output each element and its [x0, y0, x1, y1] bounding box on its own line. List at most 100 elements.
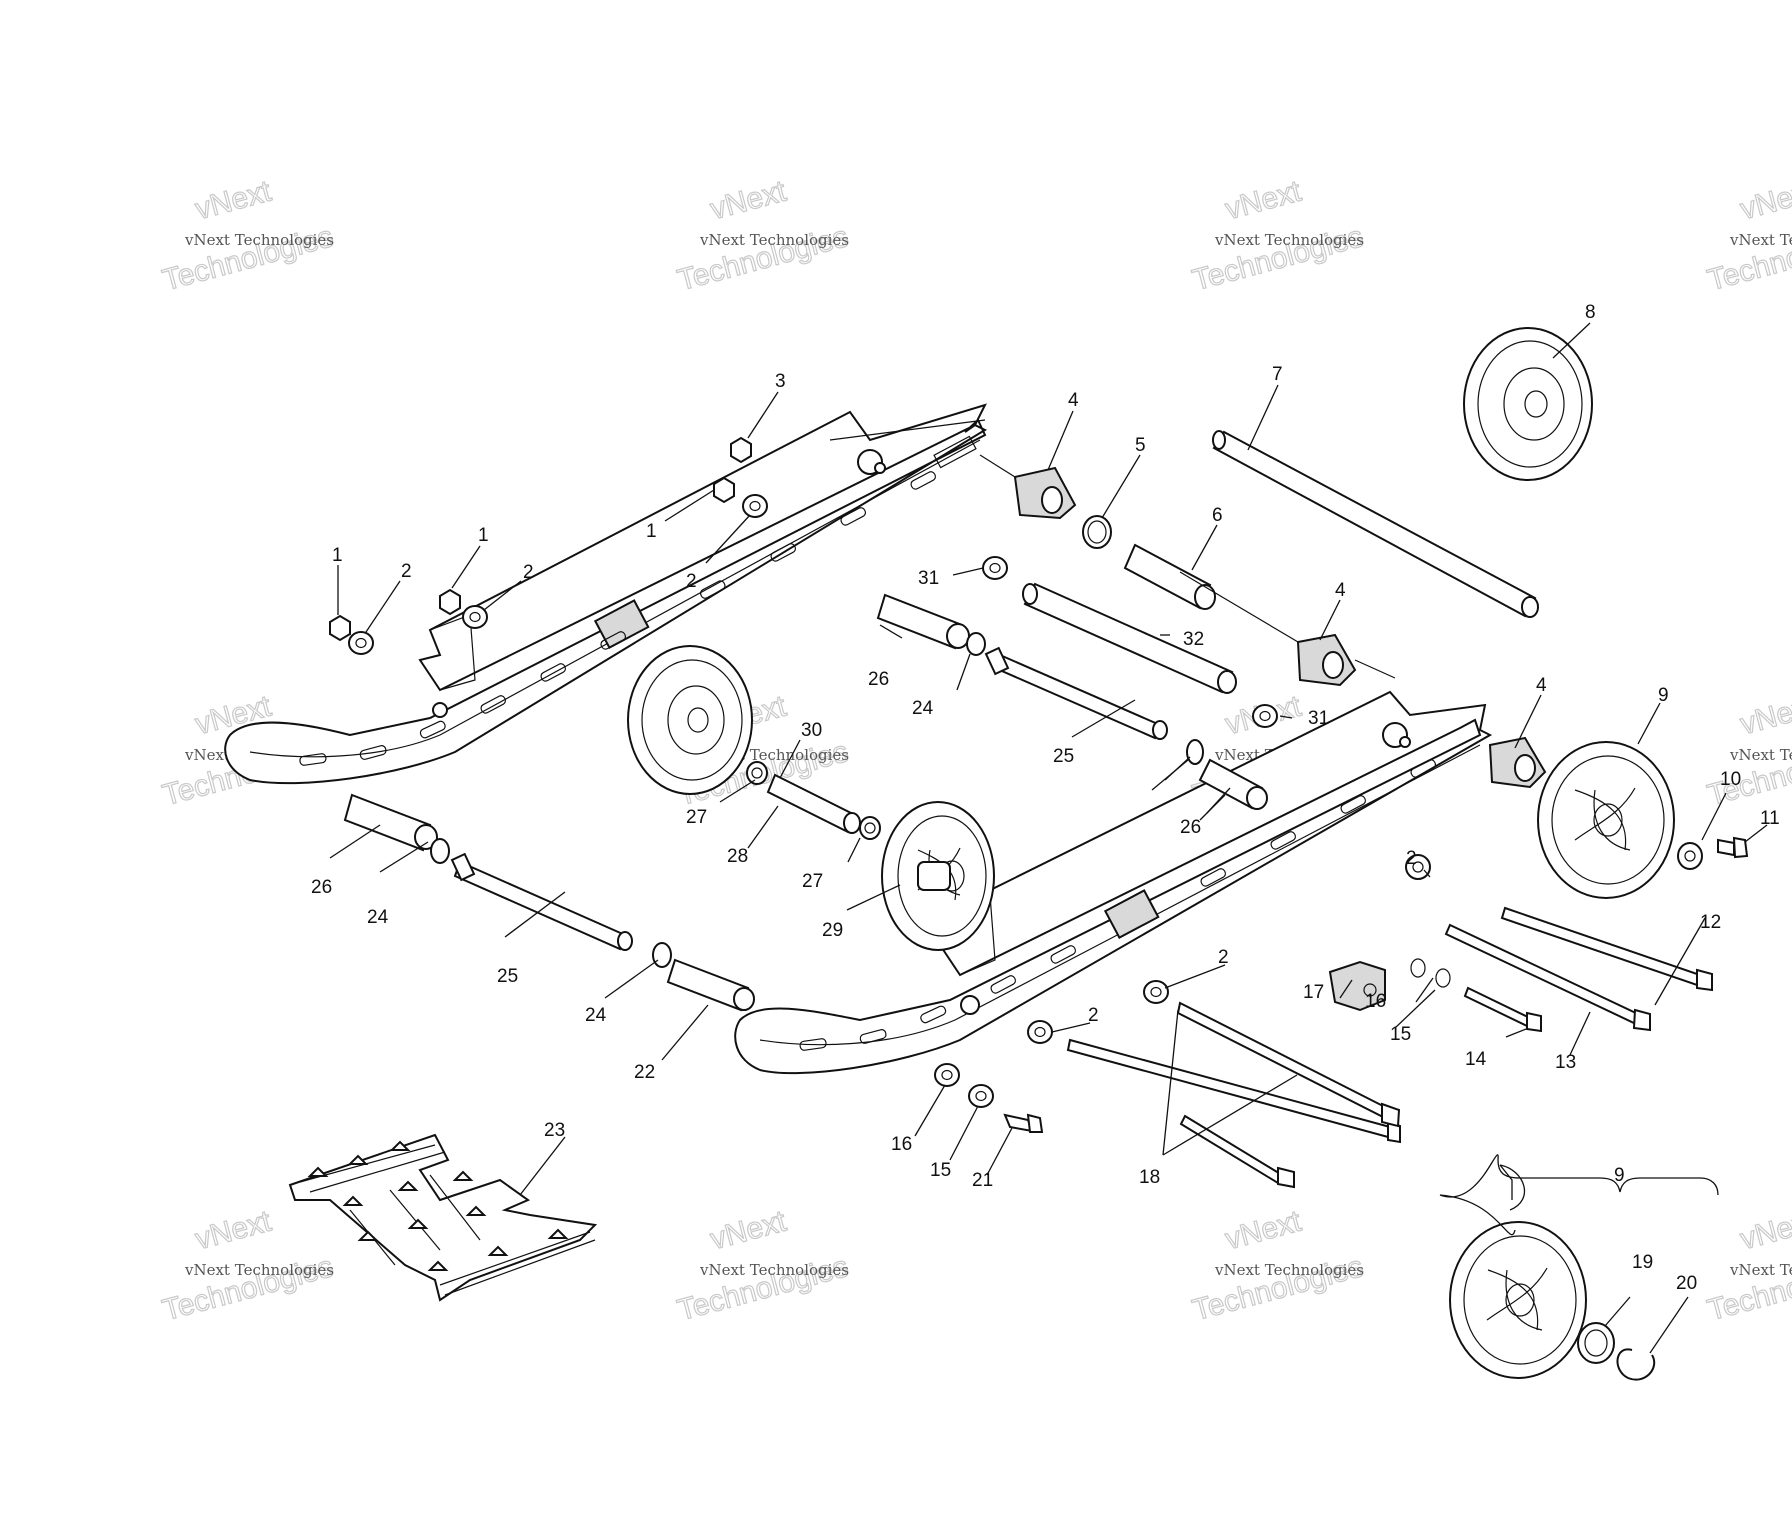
wear-strip: [288, 1133, 598, 1302]
callout-label: 4: [1068, 390, 1079, 411]
callout-label: 25: [497, 966, 518, 987]
spacer: [343, 793, 450, 864]
callout-label: 7: [1272, 364, 1283, 385]
watermark: vNext Technologies: [1704, 174, 1792, 298]
hex-nut: [713, 476, 735, 504]
callout-label: 9: [1658, 685, 1669, 706]
washer: [1143, 980, 1169, 1004]
rail-slots: [299, 471, 937, 766]
callout-label: 4: [1335, 580, 1346, 601]
spacer: [652, 942, 755, 1012]
rail-slots: [799, 759, 1437, 1051]
idler-wheel: [1463, 327, 1593, 481]
callout-label: 30: [801, 720, 822, 741]
callout-label: 2: [1406, 848, 1417, 869]
callout-label: 25: [1053, 746, 1074, 767]
watermark: vNext Technologies: [1704, 1204, 1792, 1328]
shaft: [984, 646, 1168, 740]
callout-label: 2: [686, 571, 697, 592]
ring: [1082, 515, 1112, 549]
callout-label: 31: [1308, 708, 1329, 729]
callout-label: 22: [634, 1062, 655, 1083]
callout-label: 1: [478, 525, 489, 546]
washer: [462, 605, 488, 629]
axle: [1212, 430, 1539, 618]
watermark-text: vNext: [1737, 1205, 1792, 1257]
washer: [1027, 1020, 1053, 1044]
callout-label: 14: [1465, 1049, 1487, 1070]
watermark: vNext Technologies: [159, 174, 338, 298]
callouts-right: [1151, 759, 1226, 821]
watermark-text: vNext Technologies: [1729, 231, 1792, 249]
callout-label: 2: [1088, 1005, 1099, 1026]
callout-label: 10: [1720, 769, 1741, 790]
ring: [1186, 739, 1204, 765]
callout-label: 24: [912, 698, 934, 719]
watermark-text: vNext Technologies: [1214, 231, 1364, 249]
callout-label: 15: [1390, 1024, 1411, 1045]
callout-label: 4: [1536, 675, 1547, 696]
callout-label: 24: [585, 1005, 607, 1026]
washer: [934, 1063, 960, 1087]
watermark: vNext Technologies: [1189, 1204, 1368, 1328]
idler-wheel: [1537, 741, 1675, 899]
watermark: vNext Technologies: [674, 1204, 853, 1328]
callout-label: 21: [972, 1170, 993, 1191]
callout-label: 28: [727, 846, 748, 867]
callout-label: 1: [332, 545, 343, 566]
bracket: [1488, 736, 1547, 789]
spacer: [1198, 758, 1268, 810]
hex-nut: [730, 436, 752, 464]
bracket: [1296, 633, 1357, 687]
bearing: [1577, 1322, 1615, 1364]
callout-label: 24: [367, 907, 389, 928]
washer: [348, 631, 374, 655]
watermark-text: vNext Technologies: [699, 1261, 849, 1279]
bolt: [1717, 836, 1749, 859]
watermark-text: vNext: [707, 1205, 790, 1257]
callout-label: 23: [544, 1120, 565, 1141]
watermark-text: vNext: [1222, 1205, 1305, 1257]
watermark-text: vNext: [192, 1205, 275, 1257]
idler-wheel: [627, 645, 753, 795]
callout-label: 2: [401, 561, 412, 582]
watermark-text: vNext Technologies: [184, 1261, 334, 1279]
watermark: vNext Technologies: [674, 174, 853, 298]
callout-label: 26: [868, 669, 889, 690]
washer: [1405, 854, 1431, 880]
callout-label: 27: [802, 871, 823, 892]
hex-nut: [329, 614, 351, 642]
right-rail: [734, 690, 1493, 1075]
callout-label: 1: [646, 521, 657, 542]
bracket: [1013, 466, 1077, 520]
watermark-text: vNext Technologies: [1729, 746, 1792, 764]
watermark: vNext Technologies: [1704, 689, 1792, 813]
bolt: [1003, 1113, 1044, 1133]
callout-label: 13: [1555, 1052, 1576, 1073]
washer: [1252, 704, 1278, 728]
callout-label: 20: [1676, 1273, 1697, 1294]
callout-label: 16: [891, 1134, 912, 1155]
callout-label: 5: [1135, 435, 1146, 456]
watermark: vNext Technologies: [1189, 174, 1368, 298]
callout-label: 15: [930, 1160, 951, 1181]
watermark-text: vNext Technologies: [1729, 1261, 1792, 1279]
watermark-text: vNext Technologies: [1214, 1261, 1364, 1279]
watermark-text: vNext: [192, 175, 275, 227]
washer: [1410, 958, 1426, 978]
block: [1328, 960, 1386, 1012]
callout-label: 12: [1700, 912, 1721, 933]
washer: [1677, 842, 1703, 870]
idler-wheel: [881, 801, 995, 951]
watermark-text: vNext: [1737, 175, 1792, 227]
callout-label: 2: [1218, 947, 1229, 968]
watermark-text: vNext Technologies: [699, 231, 849, 249]
callout-label: 18: [1139, 1167, 1160, 1188]
callout-label: 26: [311, 877, 332, 898]
spacer: [1123, 543, 1216, 610]
callout-label: 17: [1303, 982, 1324, 1003]
ring: [966, 632, 986, 656]
callout-label: 11: [1760, 808, 1780, 829]
callout-label: 31: [918, 568, 939, 589]
